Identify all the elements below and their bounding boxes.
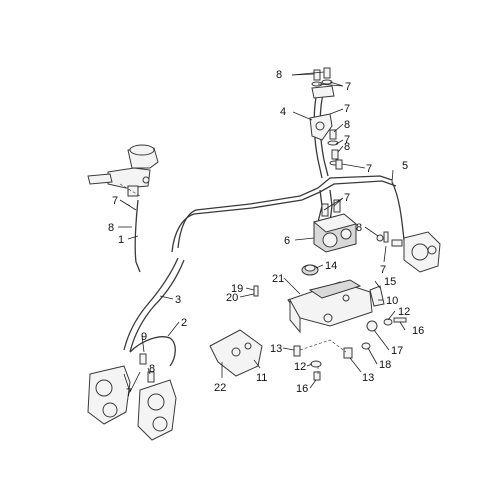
- label-16a: 16: [412, 325, 424, 337]
- rear-caliper: [376, 231, 441, 273]
- label-3: 3: [175, 294, 181, 306]
- pipe-abs-b: [329, 189, 333, 223]
- label-19: 19: [231, 283, 243, 295]
- front-calipers: [87, 353, 177, 441]
- pipe-upper-a: [177, 175, 393, 249]
- label-9: 9: [141, 331, 147, 343]
- label-8e: 8: [356, 222, 362, 234]
- mounting-bracket: [253, 279, 373, 334]
- hose-2: [129, 336, 176, 367]
- label-7g: 7: [380, 264, 386, 276]
- label-13b: 13: [362, 372, 374, 384]
- pipe-abs-a: [317, 189, 323, 223]
- label-5: 5: [402, 160, 408, 172]
- label-20: 20: [226, 292, 238, 304]
- label-18: 18: [379, 359, 391, 371]
- label-13a: 13: [270, 343, 282, 355]
- label-14: 14: [325, 260, 337, 272]
- assembly-lines: [119, 183, 347, 374]
- label-7b: 7: [344, 103, 350, 115]
- label-8b: 8: [344, 119, 350, 131]
- label-15: 15: [384, 276, 396, 288]
- label-16b: 16: [296, 383, 308, 395]
- label-4: 4: [280, 106, 286, 118]
- label-21: 21: [272, 273, 284, 285]
- label-7e: 7: [344, 192, 350, 204]
- label-12b: 12: [294, 361, 306, 373]
- hose-5: [391, 181, 405, 241]
- label-11: 11: [256, 372, 267, 384]
- label-6: 6: [284, 235, 290, 247]
- top-fittings: [309, 67, 343, 170]
- label-22: 22: [214, 382, 226, 394]
- label-7h: 7: [126, 387, 132, 399]
- label-7d: 7: [366, 163, 372, 175]
- label-7c: 7: [344, 134, 350, 146]
- label-8f: 8: [149, 363, 155, 375]
- leader-lines: [118, 71, 406, 393]
- label-8c: 8: [344, 141, 350, 153]
- label-8d: 8: [108, 222, 114, 234]
- callouts: 8 7 4 7 8 7 8 7 5 7 7 8 1 6 8 7 14 15 19…: [108, 69, 424, 399]
- front-master-cylinder: [87, 144, 159, 197]
- grommet: [301, 264, 319, 276]
- abs-modulator: [312, 199, 358, 253]
- small-hardware: [293, 285, 407, 381]
- hose-3b: [129, 259, 185, 353]
- label-7a: 7: [345, 81, 351, 93]
- hose-3: [123, 257, 179, 351]
- label-12a: 12: [398, 306, 410, 318]
- lower-bracket: [209, 329, 263, 377]
- label-17: 17: [391, 345, 403, 357]
- label-2: 2: [181, 317, 187, 329]
- label-7f: 7: [112, 195, 118, 207]
- label-8a: 8: [276, 69, 282, 81]
- pipe-upper-b: [171, 180, 397, 253]
- label-1: 1: [118, 234, 124, 246]
- label-10: 10: [386, 295, 398, 307]
